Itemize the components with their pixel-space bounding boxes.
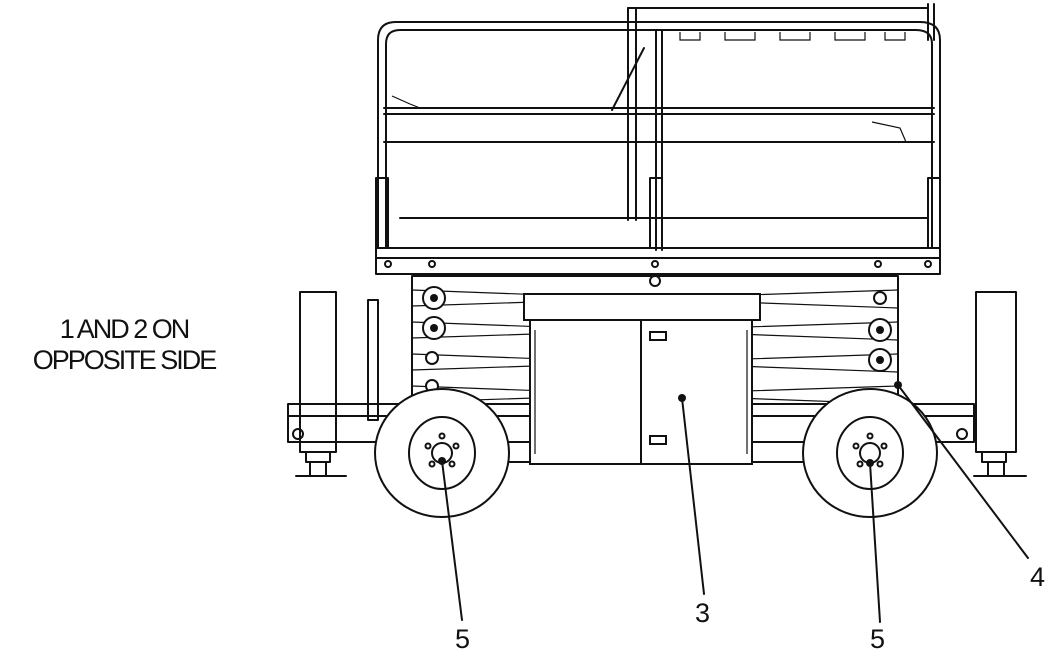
leader-line-5-left bbox=[441, 460, 463, 621]
wheel-right bbox=[802, 388, 938, 518]
wheel-left bbox=[374, 388, 510, 518]
note-line-2: OPPOSITE SIDE bbox=[32, 345, 218, 375]
platform-deck bbox=[375, 247, 941, 275]
callout-label-5-right: 5 bbox=[870, 624, 886, 654]
leader-line-4 bbox=[897, 384, 1029, 559]
outrigger-left bbox=[295, 291, 379, 477]
note-line-1: 1 AND 2 ON bbox=[59, 314, 191, 344]
callout-label-3: 3 bbox=[695, 598, 711, 628]
callout-label-4: 4 bbox=[1030, 562, 1046, 592]
center-compartment bbox=[523, 293, 761, 465]
opposite-side-note: 1 AND 2 ON OPPOSITE SIDE bbox=[6, 314, 242, 376]
leader-lines bbox=[441, 381, 1029, 623]
callout-label-5-left: 5 bbox=[455, 624, 471, 654]
leader-line-5-right bbox=[869, 462, 881, 623]
outrigger-right bbox=[973, 291, 1027, 477]
platform-guardrail bbox=[375, 3, 941, 251]
leader-line-3 bbox=[681, 397, 705, 595]
